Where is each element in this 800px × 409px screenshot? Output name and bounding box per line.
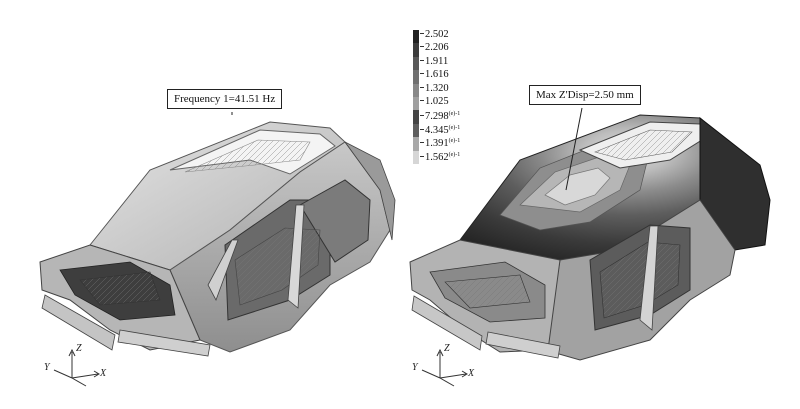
legend-swatch (413, 70, 419, 84)
legend-swatch (413, 30, 419, 44)
right-axis-triad (421, 348, 468, 387)
legend-value: 2.502 (420, 29, 449, 40)
legend-color-bar (413, 30, 419, 164)
left-axis-y-label: Y (44, 362, 50, 373)
legend-value: 7.298(e)-1 (420, 109, 460, 122)
left-car-model (39, 121, 396, 357)
legend-swatch (413, 123, 419, 138)
legend-value: 1.616 (420, 69, 449, 80)
legend-value: 1.562(e)-1 (420, 150, 460, 163)
legend-swatch (413, 43, 419, 57)
legend-value: 2.206 (420, 42, 449, 53)
left-axis-x-label: X (100, 368, 107, 379)
right-axis-y-label: Y (412, 362, 418, 373)
left-axis-z-label: Z (76, 343, 82, 354)
legend-value: 1.320 (420, 83, 449, 94)
max-displacement-annotation: Max Z'Disp=2.50 mm (529, 85, 641, 105)
legend-swatch (413, 137, 419, 151)
contour-legend: 2.502 2.206 1.911 1.616 1.320 1.025 7.298(e)-1… (413, 29, 493, 166)
right-car-model (409, 114, 771, 361)
left-axis-triad (53, 348, 100, 387)
frequency-annotation: Frequency 1=41.51 Hz (167, 89, 283, 109)
legend-value: 1.025 (420, 96, 449, 107)
legend-swatch (413, 83, 419, 97)
legend-swatch (413, 110, 419, 124)
legend-value: 1.911 (420, 56, 448, 67)
legend-swatch (413, 96, 419, 111)
legend-value: 4.345(e)-1 (420, 123, 460, 136)
right-axis-z-label: Z (444, 343, 450, 354)
legend-value: 1.391(e)-1 (420, 136, 460, 149)
legend-swatch (413, 150, 419, 164)
right-axis-x-label: X (468, 368, 475, 379)
disp-leader (565, 107, 583, 191)
legend-swatch (413, 56, 419, 71)
